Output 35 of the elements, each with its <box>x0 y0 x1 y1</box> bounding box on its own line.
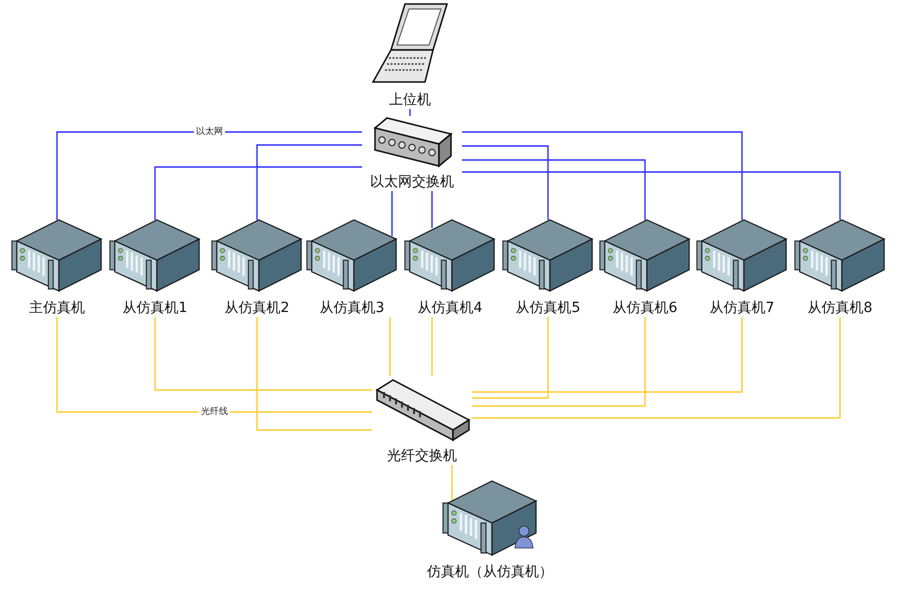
cable-line <box>431 317 433 376</box>
cable-line <box>462 131 743 220</box>
node-label: 主仿真机 <box>29 300 85 317</box>
cable-line <box>472 317 743 393</box>
cable-line <box>409 109 411 116</box>
cable-line <box>462 159 646 220</box>
cable-line <box>391 191 393 236</box>
node-label: 仿真机（从仿真机） <box>427 564 553 581</box>
cable-line <box>56 131 362 220</box>
node-label: 以太网交换机 <box>370 174 454 191</box>
node-label: 从仿真机3 <box>320 300 384 317</box>
cable-line <box>462 171 841 220</box>
cable-line <box>389 317 391 376</box>
cable-line <box>256 144 362 220</box>
node-label: 从仿真机8 <box>808 300 872 317</box>
cable-line <box>472 317 549 399</box>
node-label: 从仿真机2 <box>224 300 290 317</box>
node-label: 从仿真机6 <box>612 300 678 317</box>
cable-line <box>472 317 646 407</box>
node-label: 上位机 <box>389 92 431 109</box>
node-label: 从仿真机1 <box>122 300 188 317</box>
cable-line <box>431 191 433 228</box>
cable-line <box>256 317 372 431</box>
cable-line <box>56 317 372 413</box>
edge-label: 以太网 <box>194 126 225 138</box>
node-label: 从仿真机4 <box>418 300 482 317</box>
edge-label: 光纤线 <box>199 406 230 418</box>
node-label: 从仿真机7 <box>710 300 774 317</box>
cable-line <box>451 465 453 501</box>
node-label: 从仿真机5 <box>516 300 580 317</box>
node-label: 光纤交换机 <box>387 448 457 465</box>
cable-line <box>154 166 362 220</box>
cable-line <box>154 317 372 391</box>
cable-line <box>462 145 549 220</box>
cable-line <box>472 317 841 419</box>
